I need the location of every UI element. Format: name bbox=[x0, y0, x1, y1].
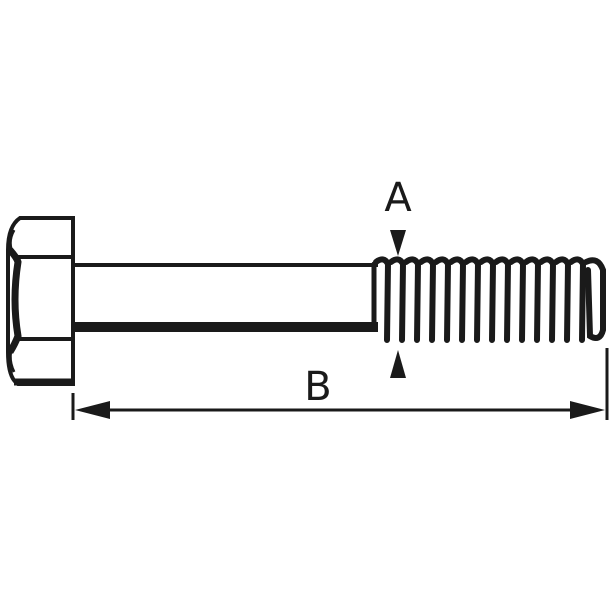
arrow-down-icon bbox=[390, 230, 406, 256]
bolt-thread bbox=[371, 256, 606, 343]
label-a: A bbox=[384, 175, 412, 221]
arrow-up-icon bbox=[390, 350, 406, 378]
bolt-head bbox=[6, 216, 75, 386]
bolt-shank bbox=[73, 263, 378, 332]
dimension-a bbox=[390, 230, 406, 378]
dimension-b bbox=[71, 348, 609, 420]
arrow-left-icon bbox=[75, 401, 110, 419]
label-b: B bbox=[304, 364, 331, 410]
arrow-right-icon bbox=[570, 401, 605, 419]
